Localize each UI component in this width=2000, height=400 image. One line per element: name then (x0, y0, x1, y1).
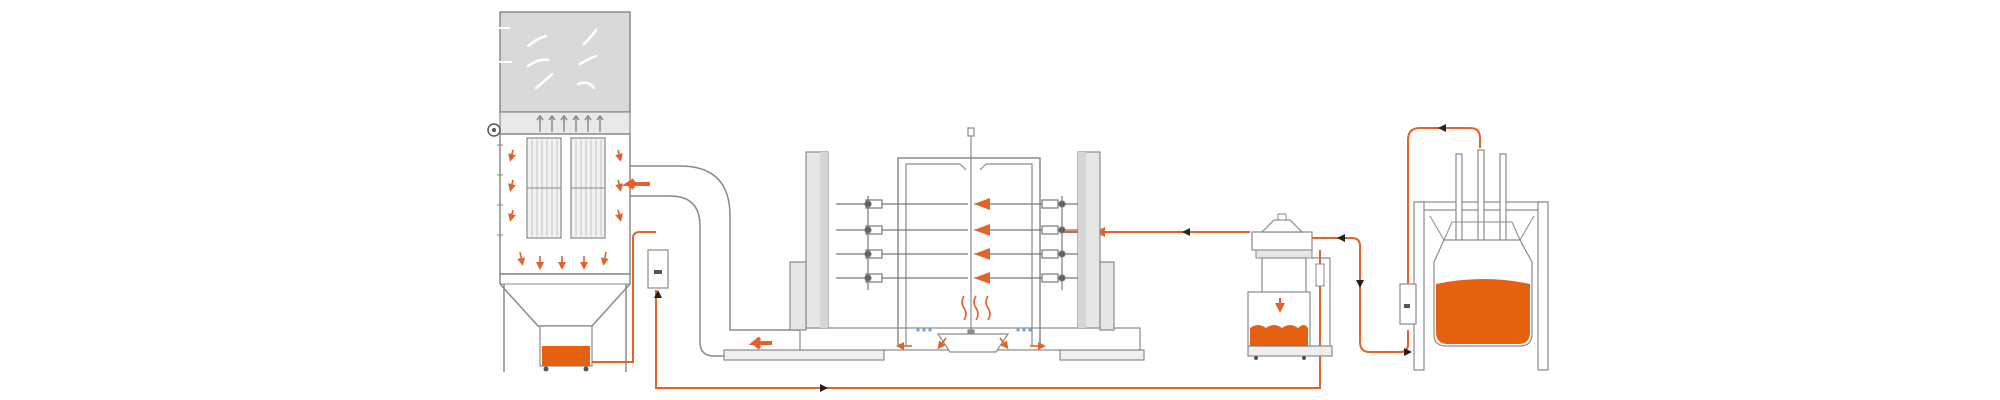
booth-floor-arrows (896, 337, 1046, 350)
recovery-container (539, 325, 593, 372)
flow-arrow-icon (654, 124, 1446, 392)
clean-air-flow-arrows (526, 28, 598, 90)
cartridge-filter-unit (487, 11, 650, 372)
powder-level (1250, 328, 1308, 346)
powder-feed-center (1247, 213, 1333, 360)
inlet-flow-arrow (621, 178, 650, 190)
powder-overspray (961, 295, 991, 321)
big-bag-powder (1436, 279, 1530, 344)
clean-air-chamber (499, 11, 631, 113)
housing-rivets (497, 144, 503, 236)
booth-extraction-duct (936, 333, 1010, 353)
upward-air-arrows (536, 114, 604, 132)
fan-icon (487, 123, 501, 137)
booth-base-right (1059, 349, 1145, 361)
spray-booth (723, 127, 1145, 361)
dust-hopper (499, 273, 631, 327)
tube-sheet (499, 111, 631, 135)
control-box-icon (647, 249, 669, 289)
air-jets (916, 328, 1032, 332)
booth-outlet-arrow (748, 336, 772, 350)
filter-legs (503, 284, 627, 372)
booth-cabin (897, 157, 1041, 346)
exhaust-duct (630, 165, 804, 357)
booth-base-left (723, 349, 885, 361)
workpiece-hanger (967, 127, 975, 335)
dirty-air-chamber (499, 133, 631, 275)
big-bag-station (1399, 149, 1549, 371)
powder-flow-arrows (508, 149, 623, 270)
filter-cartridge-icon (526, 137, 606, 239)
spray-gun-icon (836, 196, 1078, 290)
exhaust-arrows (490, 23, 512, 67)
powder-spray-cones (974, 198, 990, 284)
